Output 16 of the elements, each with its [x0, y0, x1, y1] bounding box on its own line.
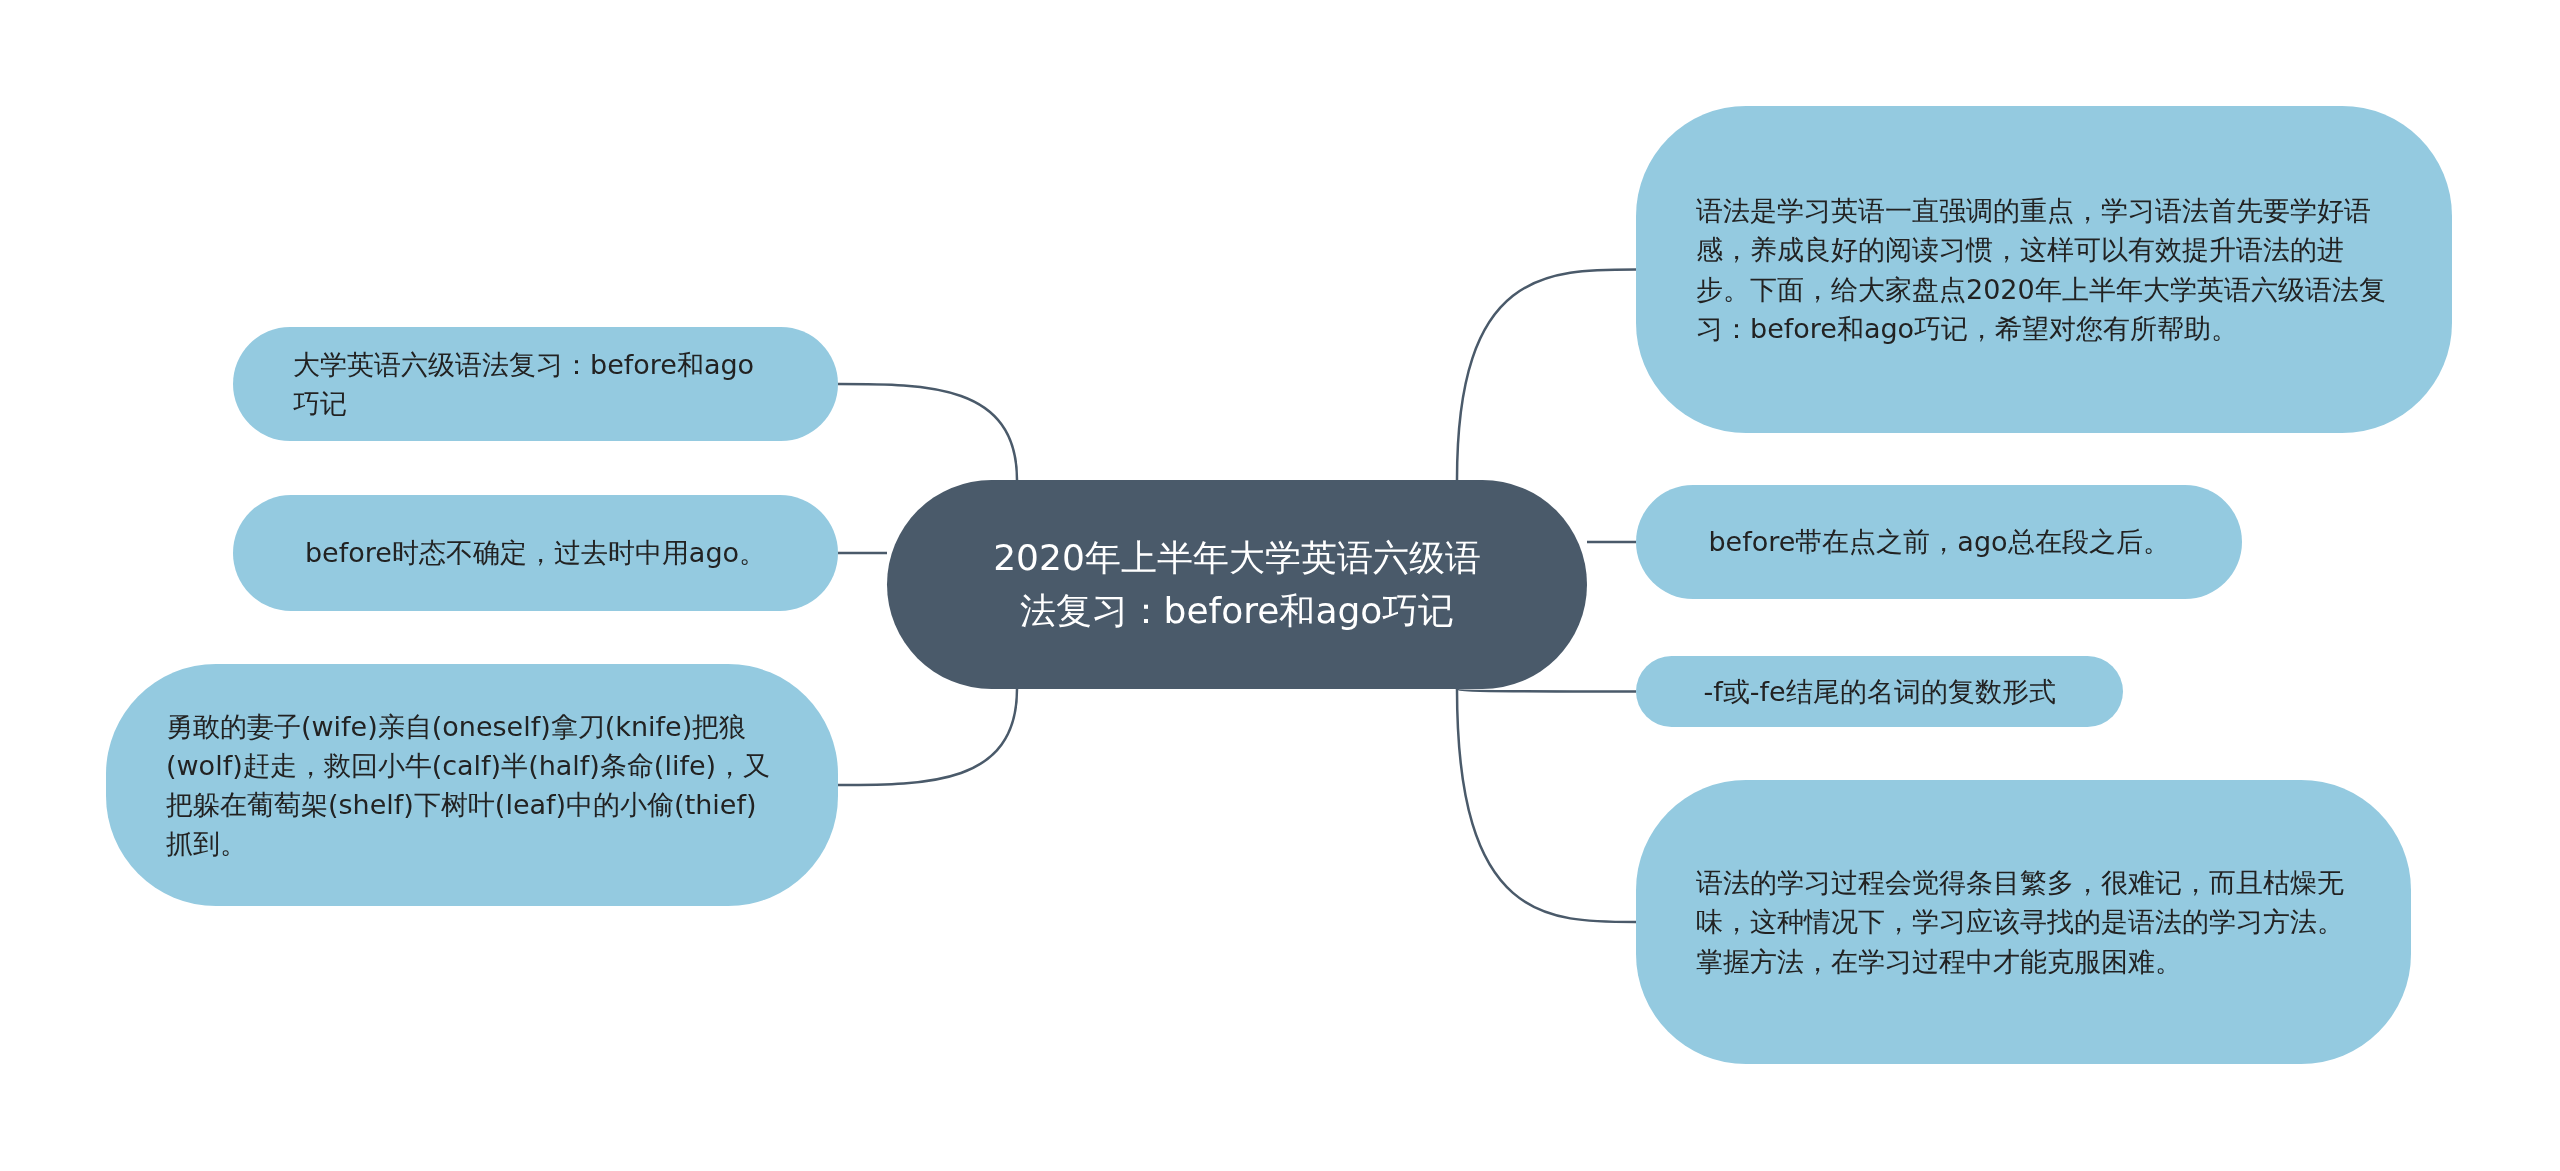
connector-line	[1456, 687, 1636, 693]
node-text: 大学英语六级语法复习：before和ago巧记	[293, 347, 756, 421]
connector-line	[1455, 688, 1636, 924]
node-text: 语法是学习英语一直强调的重点，学习语法首先要学好语感，养成良好的阅读习惯，这样可以有效提升语法的进步。下面，给大家盘点2020年上半年大学英语六级语法复习：before和ago巧记，希望对您有所帮助。	[1696, 194, 2387, 346]
topic-node	[1636, 106, 2452, 433]
node-text: 2020年上半年大学英语六级语法复习：before和ago巧记	[992, 536, 1482, 633]
connector-line	[838, 688, 1019, 787]
node-text: before带在点之前，ago总在段之后。	[1708, 525, 2170, 560]
connector-line	[838, 382, 1019, 481]
node-text: 勇敢的妻子(wife)亲自(oneself)拿刀(knife)把狼(wolf)赶走，救回小牛(calf)半(half)条命(life)，又把躲在葡萄架(shelf)下树叶(leaf)中的小偷(thief)抓到。	[166, 709, 772, 862]
connector-line	[838, 551, 887, 555]
node-text: before时态不确定，过去时中用ago。	[304, 536, 767, 571]
connector-line	[1587, 540, 1636, 544]
connector-line	[1455, 268, 1636, 481]
node-text: -f或-fe结尾的名词的复数形式	[1703, 674, 2056, 709]
node-text: 语法的学习过程会觉得条目繁多，很难记，而且枯燥无味，这种情况下，学习应该寻找的是语法的学习方法。掌握方法，在学习过程中才能克服困难。	[1696, 866, 2345, 979]
